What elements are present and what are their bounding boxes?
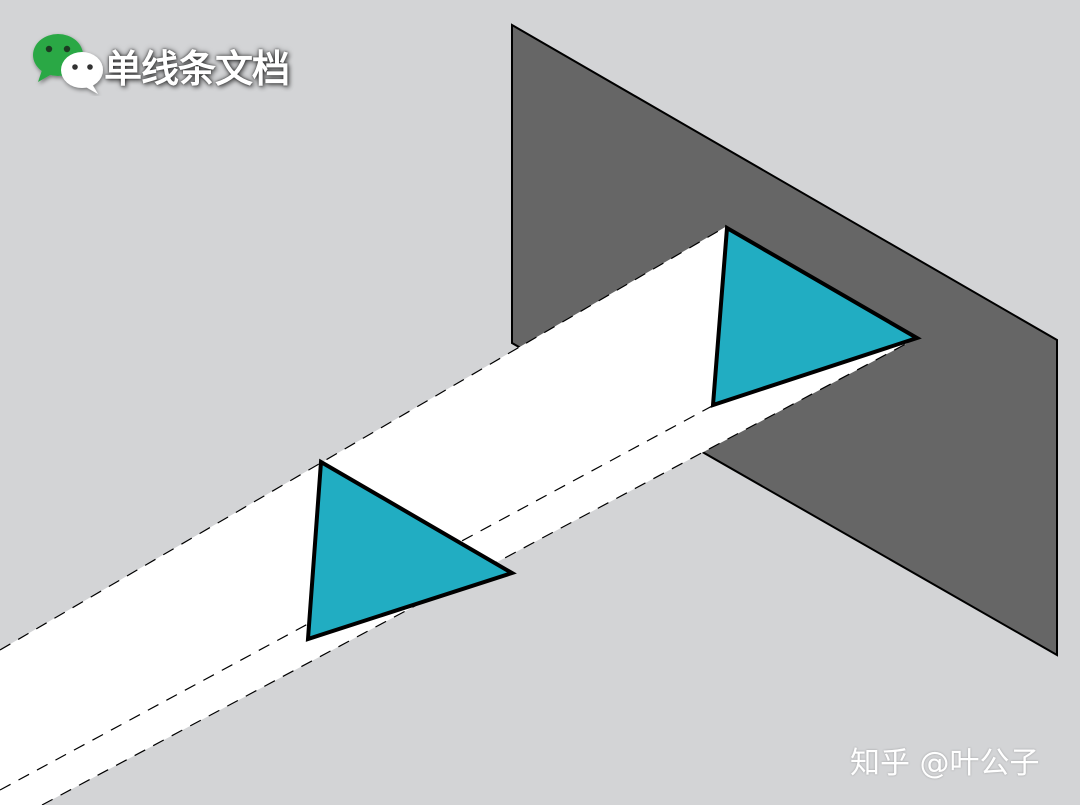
beam-lower-edge xyxy=(41,337,918,805)
brand-title: 单线条文档 xyxy=(104,47,290,91)
light-beam xyxy=(0,226,917,805)
object-triangle xyxy=(305,458,517,642)
projected-triangle xyxy=(710,224,922,408)
beam-upper-edge xyxy=(0,225,728,651)
zhihu-watermark: 知乎 @叶公子 xyxy=(850,746,1040,781)
wechat-logo-icon xyxy=(33,34,103,94)
